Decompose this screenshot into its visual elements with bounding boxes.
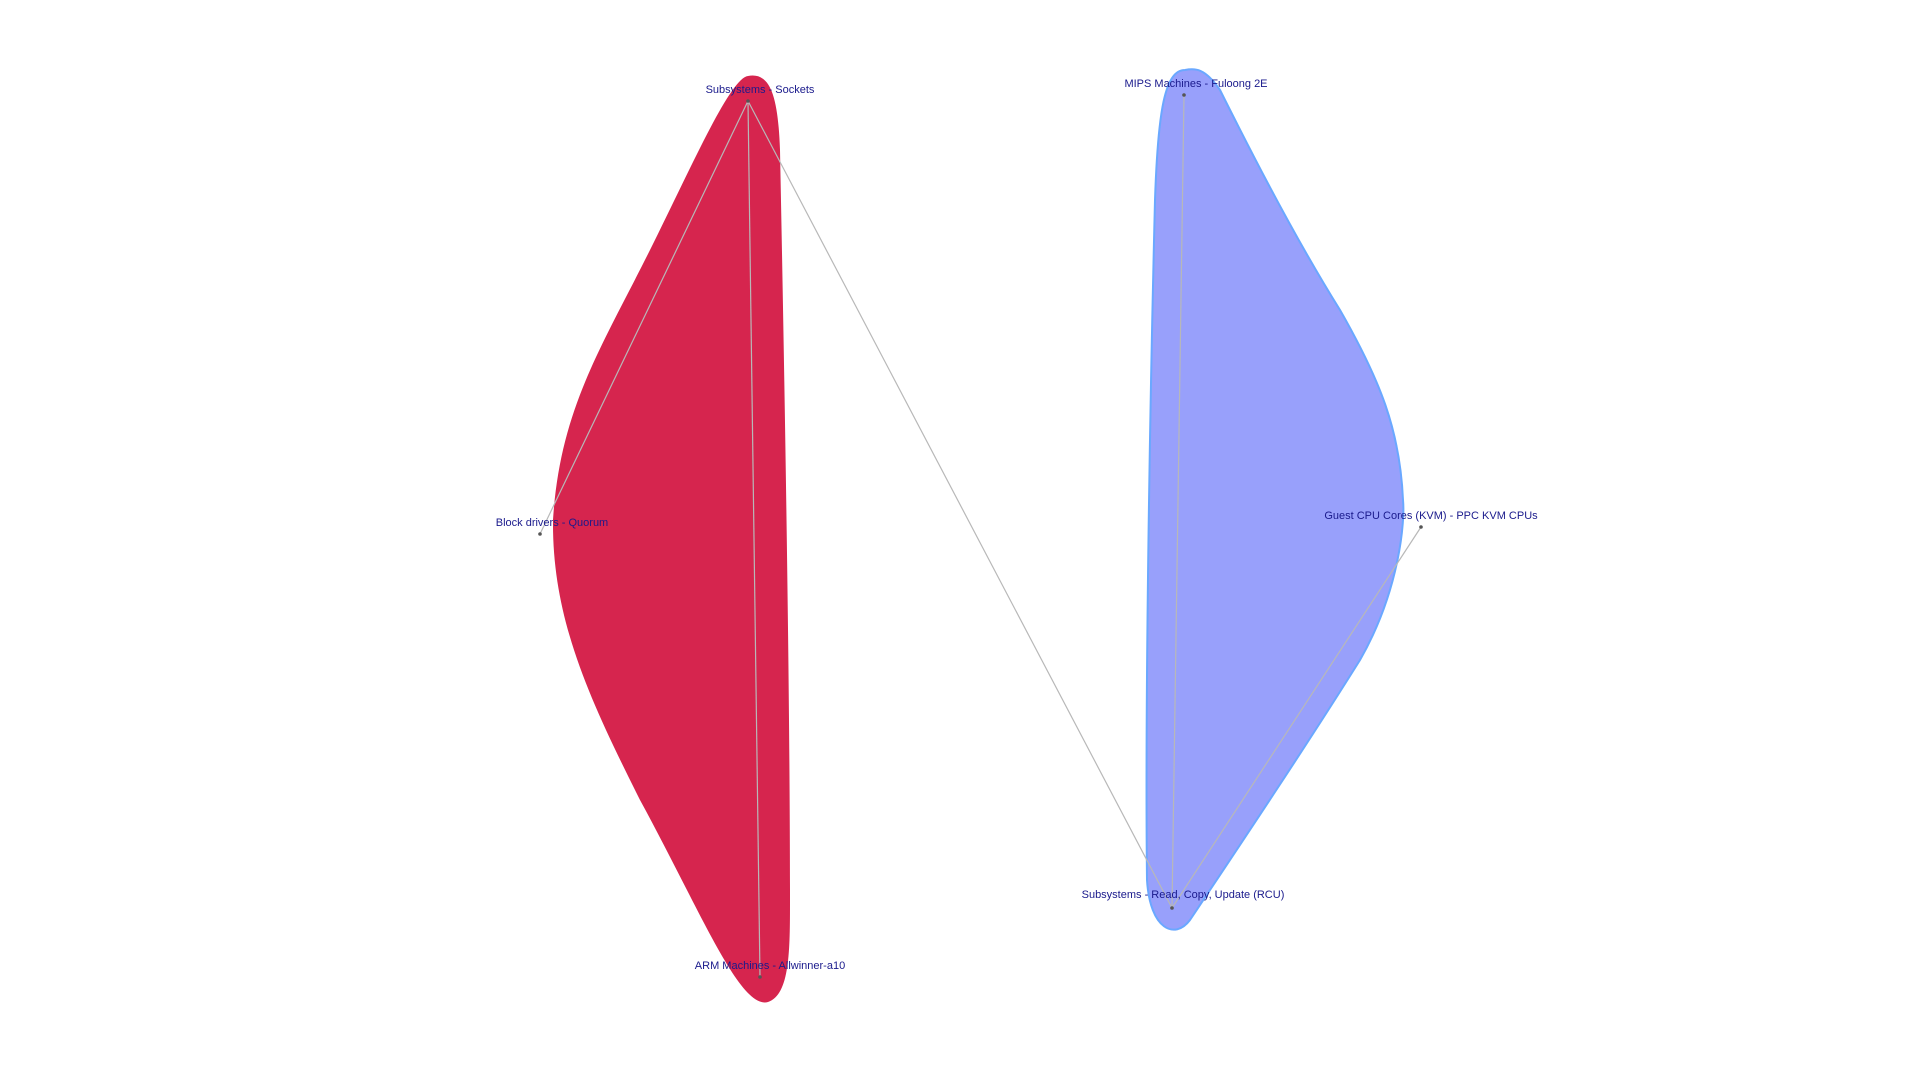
node-allwinner[interactable]: ARM Machines - Allwinner-a10 xyxy=(695,960,845,979)
node-dot-quorum xyxy=(538,532,542,536)
node-ppc[interactable]: Guest CPU Cores (KVM) - PPC KVM CPUs xyxy=(1324,510,1538,529)
node-label-sockets: Subsystems - Sockets xyxy=(706,84,815,96)
node-label-allwinner: ARM Machines - Allwinner-a10 xyxy=(695,960,845,972)
edge-sockets-allwinner xyxy=(747,100,761,978)
edge-fuloong-rcu xyxy=(1171,94,1185,909)
node-label-rcu: Subsystems - Read, Copy, Update (RCU) xyxy=(1082,889,1285,901)
node-label-quorum: Block drivers - Quorum xyxy=(496,517,608,529)
node-dot-rcu xyxy=(1170,906,1174,910)
edge-sockets-quorum xyxy=(539,100,749,535)
cluster-hull-blue xyxy=(1145,68,1405,931)
node-dot-allwinner xyxy=(758,975,762,979)
node-dot-ppc xyxy=(1419,525,1423,529)
node-dot-sockets xyxy=(746,99,750,103)
node-label-ppc: Guest CPU Cores (KVM) - PPC KVM CPUs xyxy=(1324,510,1538,522)
node-fuloong[interactable]: MIPS Machines - Fuloong 2E xyxy=(1124,78,1268,97)
node-sockets[interactable]: Subsystems - Sockets xyxy=(706,84,815,103)
node-dot-fuloong xyxy=(1182,93,1186,97)
node-label-fuloong: MIPS Machines - Fuloong 2E xyxy=(1124,78,1267,90)
node-rcu[interactable]: Subsystems - Read, Copy, Update (RCU) xyxy=(1082,889,1285,910)
cluster-hull-red xyxy=(552,75,790,1003)
edge-ppc-rcu xyxy=(1171,526,1422,909)
node-quorum[interactable]: Block drivers - Quorum xyxy=(496,517,608,536)
edge-sockets-rcu xyxy=(747,100,1173,909)
edges-group xyxy=(539,94,1422,978)
